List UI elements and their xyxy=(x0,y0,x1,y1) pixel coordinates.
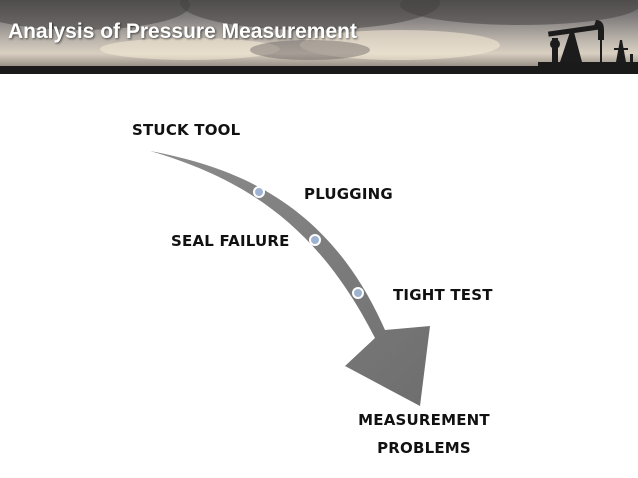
step-label-seal-failure: SEAL FAILURE xyxy=(171,232,290,250)
curved-arrow xyxy=(150,151,430,406)
end-label-line2: PROBLEMS xyxy=(377,439,471,457)
step-dot-plugging xyxy=(253,186,265,198)
step-dot-seal-failure xyxy=(309,234,321,246)
slide-title: Analysis of Pressure Measurement xyxy=(8,20,357,43)
step-label-plugging: PLUGGING xyxy=(304,185,393,203)
step-dot-tight-test xyxy=(352,287,364,299)
oil-pump-jack-icon xyxy=(538,20,638,66)
start-label: STUCK TOOL xyxy=(132,121,241,139)
step-label-tight-test: TIGHT TEST xyxy=(393,286,493,304)
end-label-line1: MEASUREMENT xyxy=(358,411,490,429)
title-banner: Analysis of Pressure Measurement xyxy=(0,0,638,74)
banner-divider xyxy=(0,66,638,74)
